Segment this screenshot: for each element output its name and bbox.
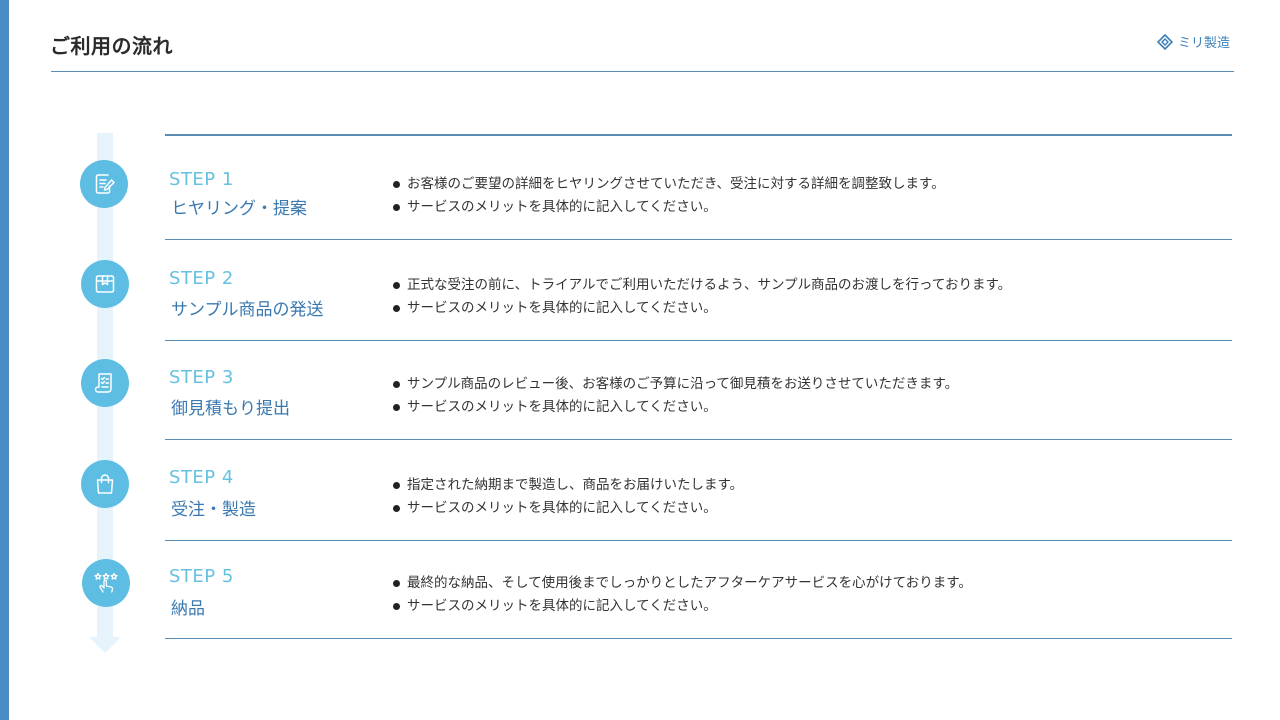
- page-title: ご利用の流れ: [50, 34, 173, 58]
- step-row-5: STEP 5 納品 最終的な納品、そして使用後までしっかりとしたアフターケアサー…: [165, 541, 1232, 639]
- package-box-icon: [95, 275, 115, 293]
- step-5-icon-circle: [82, 559, 130, 607]
- bullet-item: 最終的な納品、そして使用後までしっかりとしたアフターケアサービスを心がけておりま…: [391, 572, 972, 595]
- bullet-item: 正式な受注の前に、トライアルでご利用いただけるよう、サンプル商品のお渡しを行って…: [391, 274, 1011, 297]
- step-row-1: STEP 1 ヒヤリング・提案 お客様のご要望の詳細をヒヤリングさせていただき、…: [165, 136, 1232, 240]
- step-number: STEP 3: [169, 367, 234, 388]
- step-number: STEP 5: [169, 566, 234, 587]
- step-name: 納品: [171, 599, 205, 619]
- step-1-icon-circle: [80, 160, 128, 208]
- brand-logo: ミリ製造: [1156, 32, 1230, 51]
- step-4-icon-circle: [81, 460, 129, 508]
- timeline-arrow-icon: [89, 637, 121, 653]
- accent-bar: [0, 0, 9, 720]
- header-divider: [51, 71, 1234, 72]
- step-bullets: 指定された納期まで製造し、商品をお届けいたします。 サービスのメリットを具体的に…: [391, 474, 743, 520]
- bullet-item: サービスのメリットを具体的に記入してください。: [391, 396, 958, 419]
- document-pencil-icon: [95, 174, 115, 194]
- step-number: STEP 1: [169, 169, 234, 190]
- step-bullets: お客様のご要望の詳細をヒヤリングさせていただき、受注に対する詳細を調整致します。…: [391, 173, 945, 219]
- step-name: 御見積もり提出: [171, 399, 290, 419]
- step-row-4: STEP 4 受注・製造 指定された納期まで製造し、商品をお届けいたします。 サ…: [165, 440, 1232, 541]
- bullet-item: お客様のご要望の詳細をヒヤリングさせていただき、受注に対する詳細を調整致します。: [391, 173, 945, 196]
- step-row-2: STEP 2 サンプル商品の発送 正式な受注の前に、トライアルでご利用いただける…: [165, 240, 1232, 341]
- bullet-item: サービスのメリットを具体的に記入してください。: [391, 196, 945, 219]
- step-name: ヒヤリング・提案: [171, 199, 307, 219]
- step-bullets: 最終的な納品、そして使用後までしっかりとしたアフターケアサービスを心がけておりま…: [391, 572, 972, 618]
- steps-top-divider: [165, 134, 1232, 136]
- shopping-bag-icon: [96, 474, 114, 494]
- quote-document-icon: [94, 373, 112, 393]
- step-number: STEP 4: [169, 467, 234, 488]
- step-2-icon-circle: [81, 260, 129, 308]
- hand-rating-stars-icon: [94, 572, 118, 593]
- step-bullets: 正式な受注の前に、トライアルでご利用いただけるよう、サンプル商品のお渡しを行って…: [391, 274, 1011, 320]
- step-number: STEP 2: [169, 268, 234, 289]
- step-name: サンプル商品の発送: [171, 300, 324, 320]
- diamond-logo-icon: [1156, 33, 1173, 50]
- step-name: 受注・製造: [171, 500, 256, 520]
- bullet-item: サービスのメリットを具体的に記入してください。: [391, 595, 972, 618]
- logo-text: ミリ製造: [1177, 36, 1230, 51]
- step-row-3: STEP 3 御見積もり提出 サンプル商品のレビュー後、お客様のご予算に沿って御…: [165, 341, 1232, 440]
- step-3-icon-circle: [81, 359, 129, 407]
- step-bullets: サンプル商品のレビュー後、お客様のご予算に沿って御見積をお送りさせていただきます…: [391, 373, 958, 419]
- bullet-item: サンプル商品のレビュー後、お客様のご予算に沿って御見積をお送りさせていただきます…: [391, 373, 958, 396]
- bullet-item: サービスのメリットを具体的に記入してください。: [391, 497, 743, 520]
- bullet-item: サービスのメリットを具体的に記入してください。: [391, 297, 1011, 320]
- bullet-item: 指定された納期まで製造し、商品をお届けいたします。: [391, 474, 743, 497]
